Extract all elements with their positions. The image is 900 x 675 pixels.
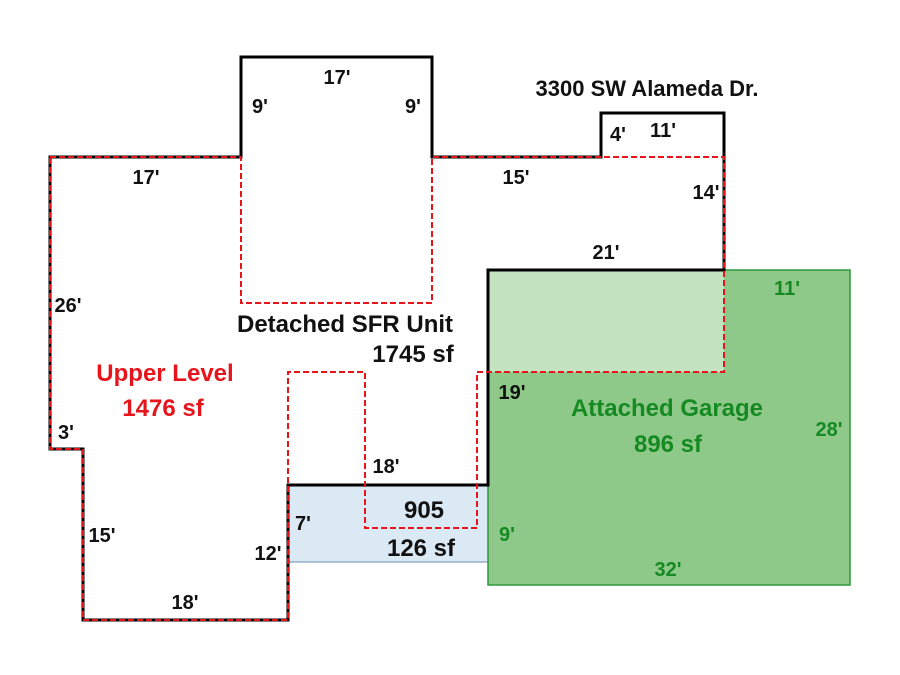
address-label: 3300 SW Alameda Dr. <box>536 76 759 101</box>
dim-annex-top: 18' <box>372 456 399 478</box>
upper-level-title: Upper Level <box>96 360 233 387</box>
upper-level-outline <box>49 156 725 621</box>
dim-middle-span: 21' <box>592 242 619 264</box>
upper-level-area: 1476 sf <box>122 395 204 422</box>
dim-annex-left: 7' <box>295 513 311 535</box>
dim-left-top: 17' <box>132 167 159 189</box>
dim-left-lower: 15' <box>88 525 115 547</box>
dim-mid-top: 15' <box>502 167 529 189</box>
annex-area-label: 126 sf <box>387 535 456 562</box>
dim-right-upper: 14' <box>692 182 719 204</box>
dim-top-bump-width: 17' <box>323 67 350 89</box>
garage-area-label: 896 sf <box>634 431 703 458</box>
dim-bottom: 18' <box>171 592 198 614</box>
dim-top-bump-right: 9' <box>405 96 421 118</box>
dim-inner-bottom-left: 12' <box>254 543 281 565</box>
garage-overlap-area <box>488 270 724 372</box>
dim-garage-left: 9' <box>499 524 515 546</box>
dim-small-bump-top: 11' <box>650 120 676 142</box>
garage-title: Attached Garage <box>571 395 763 422</box>
annex-number: 905 <box>404 497 444 524</box>
dim-left-side: 26' <box>54 295 81 317</box>
dim-garage-top: 11' <box>774 278 800 300</box>
detached-sfr-area: 1745 sf <box>372 341 454 368</box>
dim-garage-right: 28' <box>815 419 842 441</box>
annex-area <box>287 484 489 563</box>
dim-top-bump-left: 9' <box>252 96 268 118</box>
dim-garage-bottom: 32' <box>654 559 681 581</box>
dim-inner-right: 19' <box>498 382 525 404</box>
dim-small-bump-left: 4' <box>610 124 626 146</box>
detached-sfr-title: Detached SFR Unit <box>237 311 453 338</box>
dim-left-notch: 3' <box>58 422 74 444</box>
